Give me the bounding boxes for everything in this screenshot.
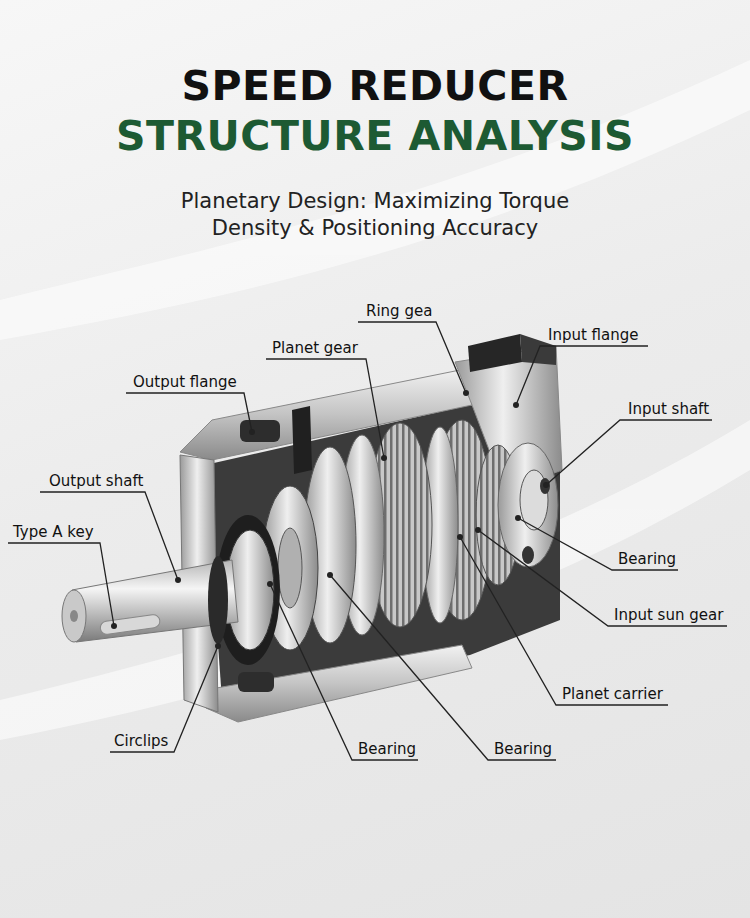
part-label: Bearing <box>494 740 552 758</box>
part-label: Output flange <box>133 373 237 391</box>
subtitle: Planetary Design: Maximizing Torque Dens… <box>170 188 580 242</box>
part-label: Input shaft <box>628 400 709 418</box>
part-label: Circlips <box>114 732 168 750</box>
part-label: Bearing <box>618 550 676 568</box>
title-line: STRUCTURE ANALYSIS <box>0 112 750 160</box>
leader-dots <box>111 390 549 649</box>
background-swoosh <box>0 60 750 740</box>
gear-train <box>216 420 520 665</box>
part-label: Type A key <box>13 523 94 541</box>
part-label: Input flange <box>548 326 639 344</box>
part-label: Bearing <box>358 740 416 758</box>
housing <box>180 334 562 722</box>
part-label: Ring gea <box>366 302 432 320</box>
part-label: Planet gear <box>272 339 358 357</box>
part-label: Input sun gear <box>614 606 723 624</box>
leader-lines <box>8 322 727 760</box>
part-label: Output shaft <box>49 472 143 490</box>
input-shaft <box>498 443 558 567</box>
part-label: Planet carrier <box>562 685 663 703</box>
output-shaft <box>62 556 238 644</box>
title: SPEED REDUCER <box>0 62 750 110</box>
